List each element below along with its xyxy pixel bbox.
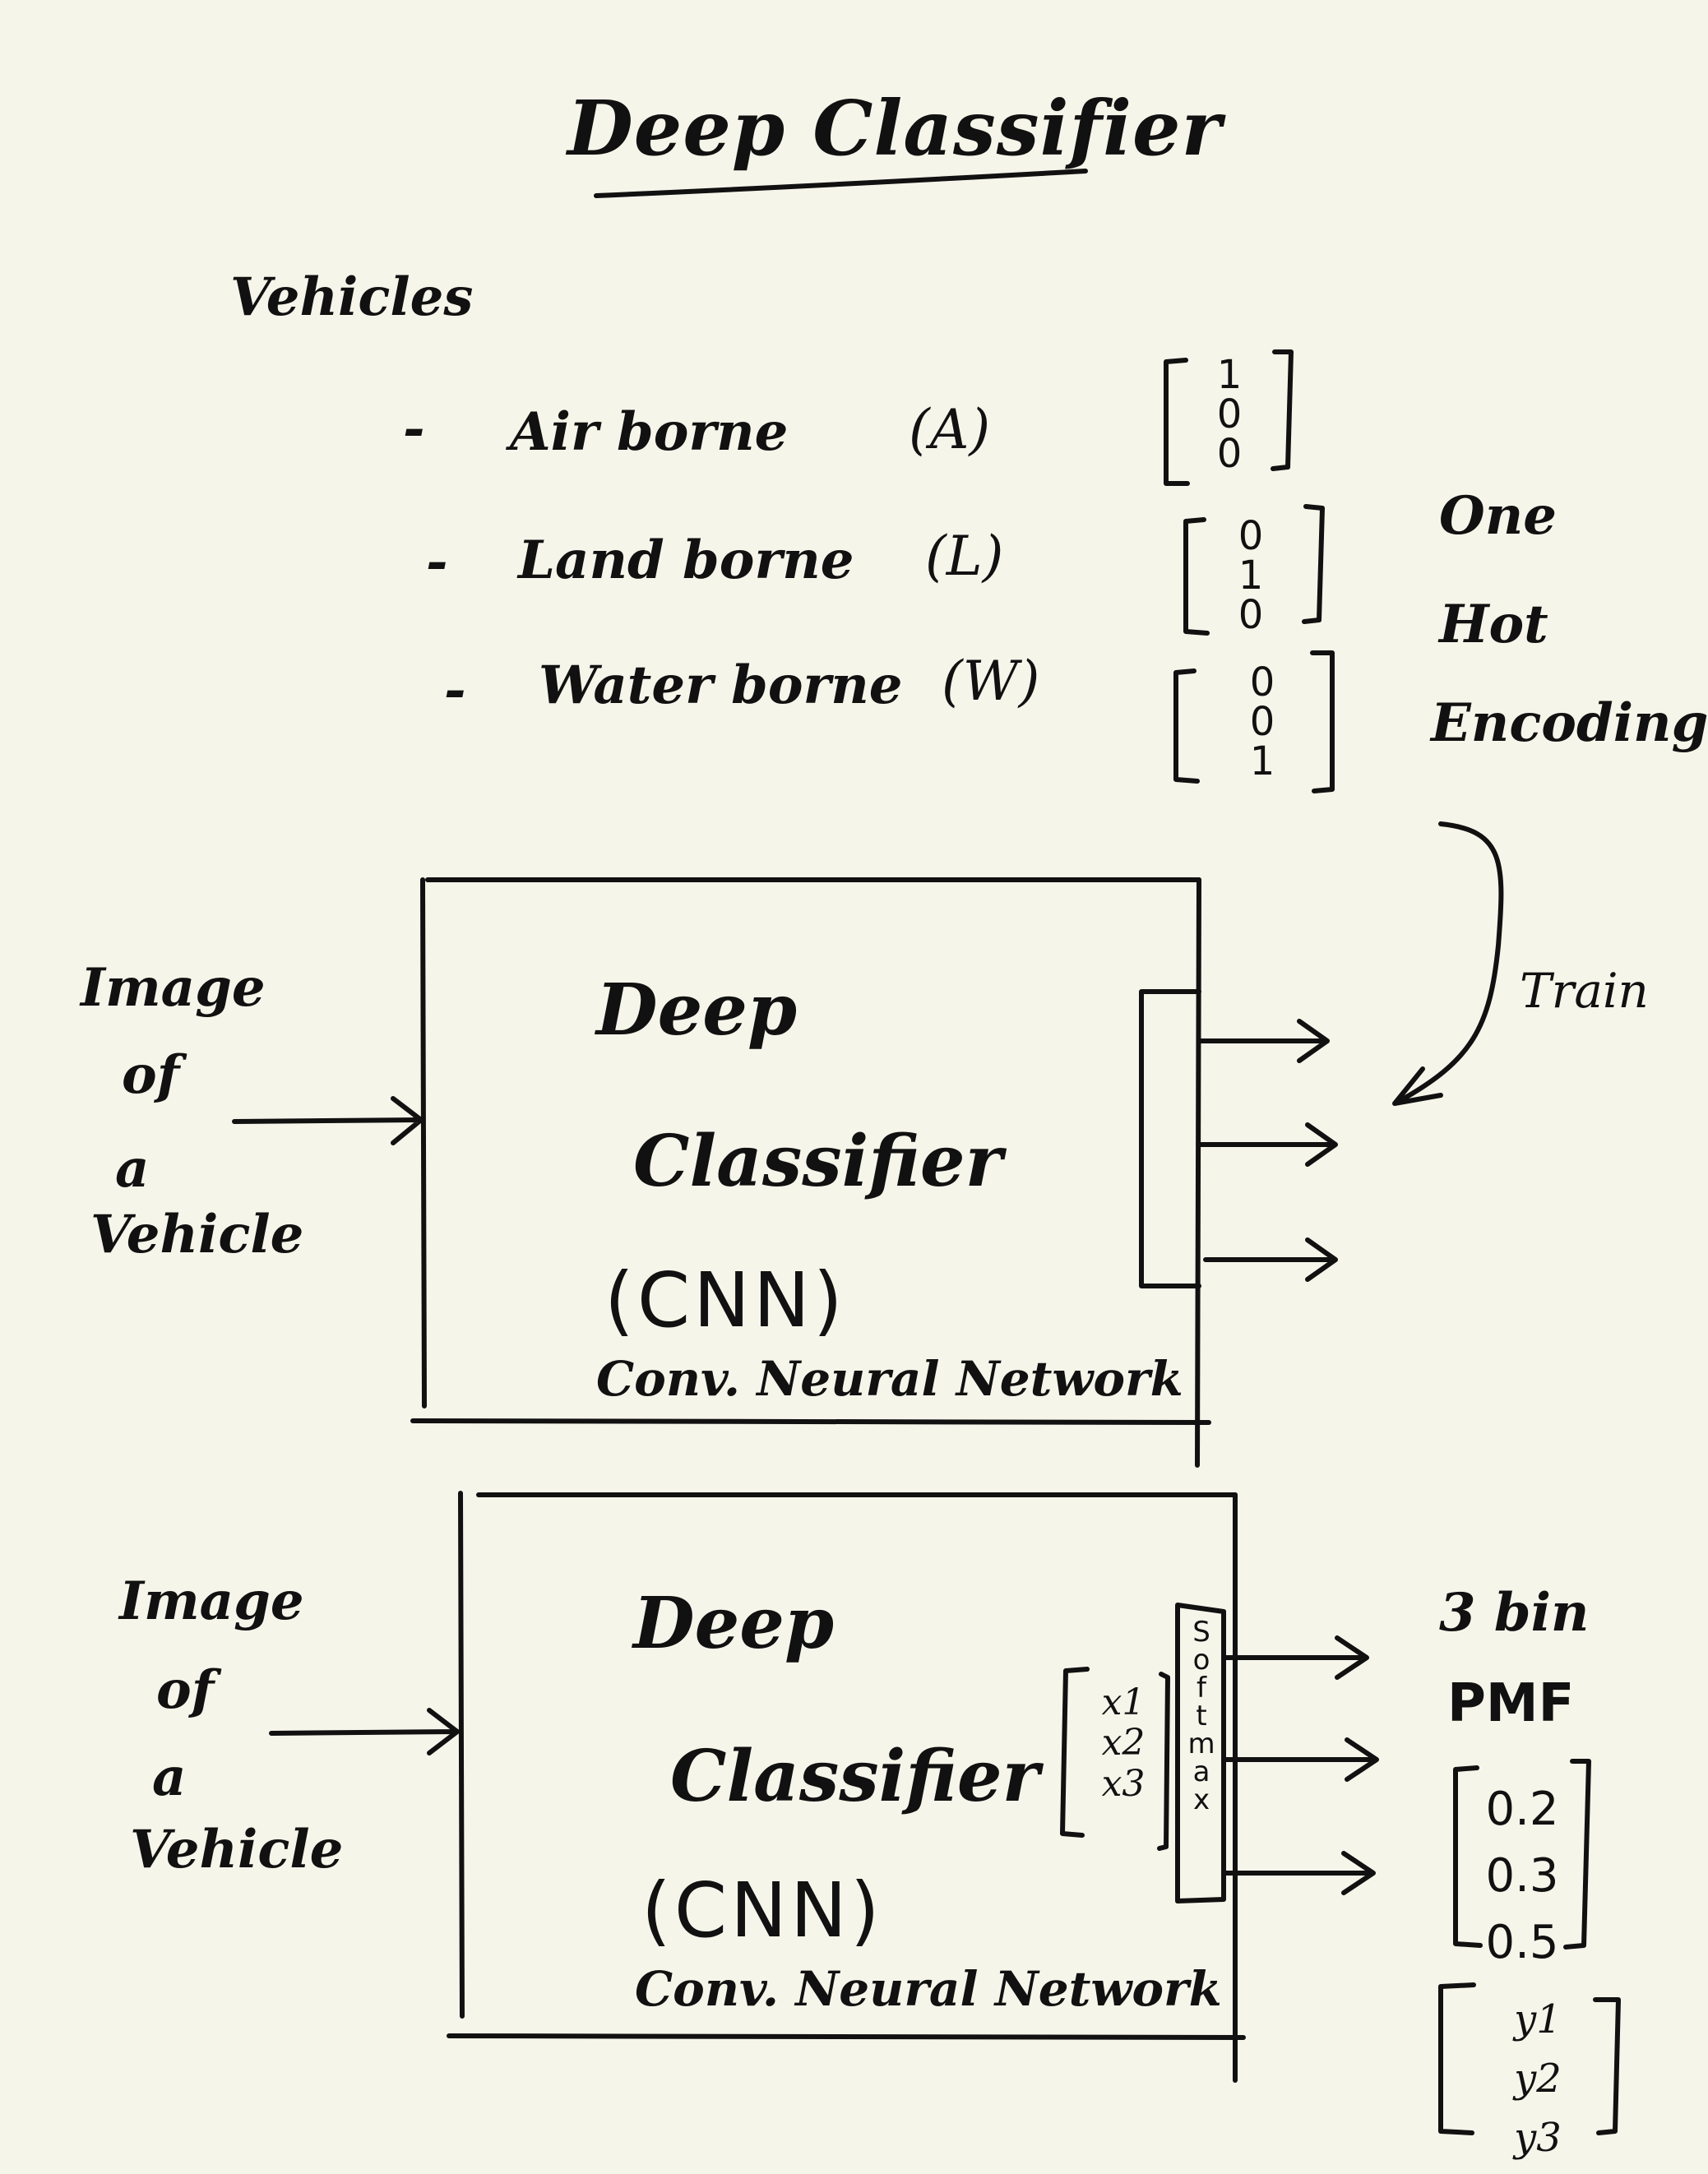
- class-code-air: (A): [909, 398, 991, 461]
- class-dash-water: -: [444, 659, 466, 721]
- output-vector: y1 y2 y3: [1514, 1996, 1562, 2161]
- bottom-input-arrow: [269, 1708, 460, 1755]
- bottom-output-arrows: [1223, 1635, 1379, 1895]
- bottom-box-lines: [447, 1491, 1246, 2083]
- top-input-label-3: a: [115, 1138, 150, 1200]
- top-input-label-1: Image: [81, 957, 266, 1019]
- y-bracket: [1438, 1982, 1621, 2135]
- top-box-model: (CNN): [604, 1256, 846, 1344]
- vector-bracket-air: [1164, 349, 1294, 486]
- class-name-air: Air borne: [510, 401, 789, 463]
- class-code-water: (W): [942, 650, 1040, 713]
- bottom-box-title-2: Classifier: [670, 1735, 1039, 1818]
- logits-bracket: [1060, 1667, 1170, 1851]
- class-code-land: (L): [925, 525, 1004, 588]
- top-output-arrows: [1198, 1019, 1338, 1282]
- title-underline: [594, 169, 1088, 198]
- bottom-input-label-2: of: [156, 1659, 215, 1721]
- top-output-layer: [1139, 989, 1201, 1288]
- top-input-label-4: Vehicle: [90, 1204, 304, 1265]
- bottom-box-subtitle: Conv. Neural Network: [635, 1961, 1222, 2017]
- train-arc: [1396, 821, 1504, 1104]
- top-box-lines: [410, 877, 1211, 1468]
- train-label: Train: [1520, 963, 1649, 1019]
- class-name-water: Water borne: [539, 655, 903, 716]
- page-title: Deep Classifier: [567, 84, 1223, 173]
- vector-bracket-land: [1183, 504, 1325, 636]
- top-box-subtitle: Conv. Neural Network: [596, 1351, 1183, 1407]
- bottom-input-label-3: a: [152, 1746, 187, 1808]
- softmax-box: [1175, 1603, 1226, 1903]
- logits-vector: x1 x2 x3: [1101, 1681, 1146, 1805]
- bottom-box-model: (CNN): [641, 1866, 883, 1954]
- top-box-title-2: Classifier: [633, 1120, 1002, 1203]
- encoding-label-line1: One: [1439, 485, 1557, 547]
- encoding-label-line2: Hot: [1439, 594, 1548, 655]
- top-input-label-2: of: [122, 1044, 180, 1106]
- pmf-values: 0.2 0.3 0.5: [1485, 1783, 1559, 1970]
- class-dash-air: -: [403, 398, 425, 460]
- train-arrowhead: [1392, 1066, 1443, 1106]
- pmf-label-1: 3 bin: [1439, 1582, 1590, 1644]
- pmf-bracket: [1453, 1759, 1591, 1950]
- vector-bracket-water: [1173, 650, 1335, 793]
- class-dash-land: -: [426, 531, 448, 593]
- pmf-label-2: PMF: [1447, 1673, 1575, 1734]
- encoding-label-line3: Encoding: [1431, 692, 1708, 754]
- top-input-arrow: [232, 1096, 424, 1145]
- bottom-input-label-1: Image: [119, 1570, 304, 1632]
- top-box-title-1: Deep: [596, 969, 798, 1052]
- bottom-input-label-4: Vehicle: [130, 1819, 344, 1880]
- softmax-label: S o f t m a x: [1187, 1616, 1215, 1816]
- class-name-land: Land borne: [518, 530, 854, 591]
- vehicles-heading: Vehicles: [230, 266, 474, 328]
- bottom-box-title-1: Deep: [633, 1582, 835, 1665]
